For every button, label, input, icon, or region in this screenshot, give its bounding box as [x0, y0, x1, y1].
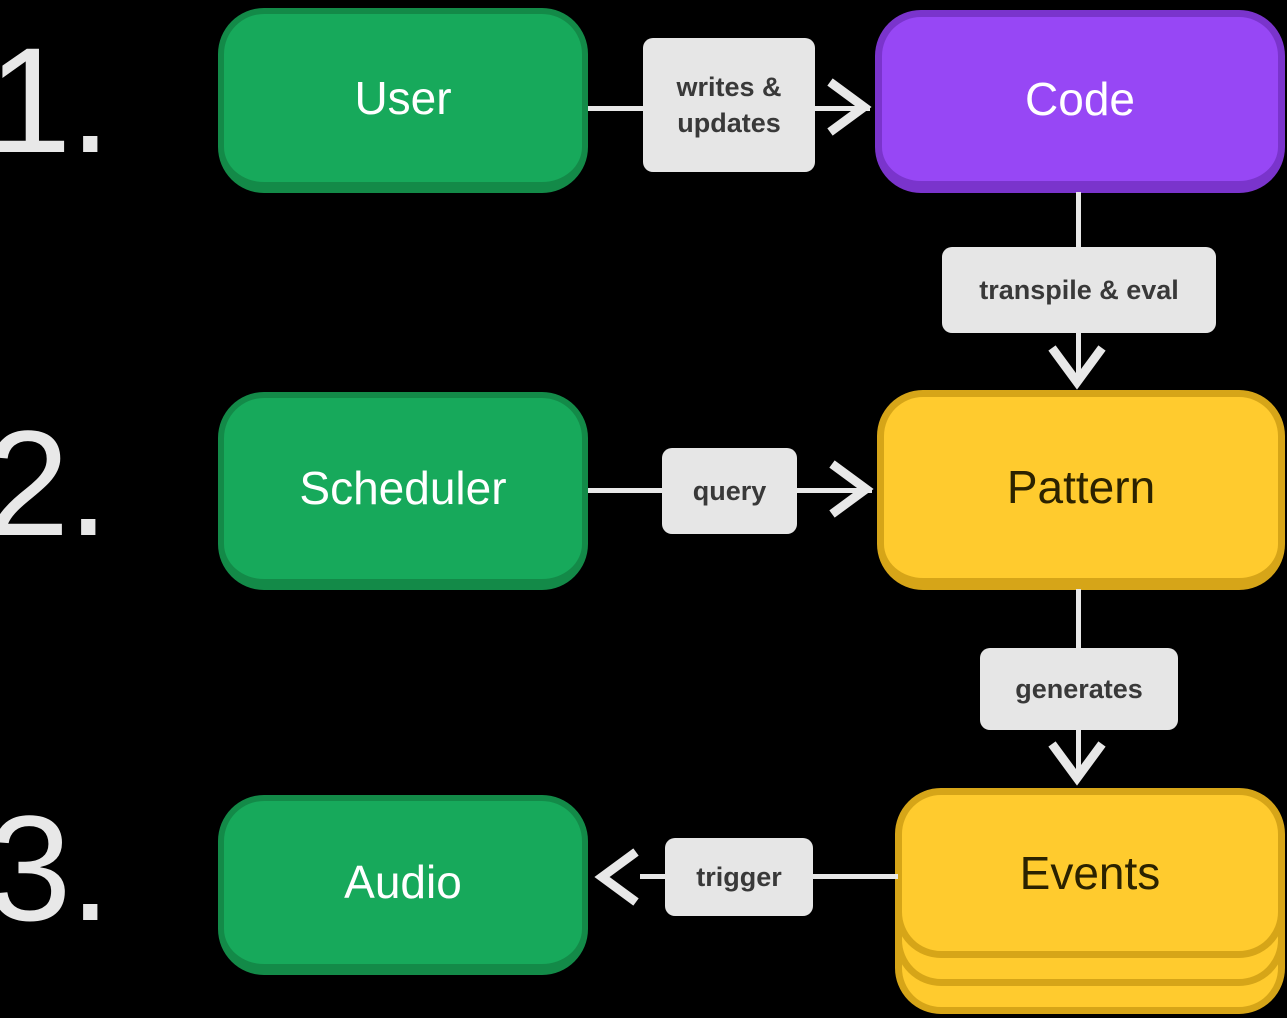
step-number-3: 3.	[0, 784, 111, 952]
arrowhead-events-to-audio	[588, 846, 642, 908]
edge-label-generates: generates	[980, 648, 1178, 730]
edge-label-transpile-eval: transpile & eval	[942, 247, 1216, 333]
edge-label-query: query	[662, 448, 797, 534]
step-number-1: 1.	[0, 16, 111, 184]
arrowhead-scheduler-to-pattern	[826, 458, 880, 520]
arrowhead-user-to-code	[824, 76, 878, 138]
arrowhead-pattern-to-events	[1046, 738, 1108, 792]
node-audio[interactable]: Audio	[218, 795, 588, 975]
node-code[interactable]: Code	[875, 10, 1285, 193]
edge-label-writes-updates: writes & updates	[643, 38, 815, 172]
node-pattern[interactable]: Pattern	[877, 390, 1285, 590]
node-user[interactable]: User	[218, 8, 588, 193]
node-events-layer-front: Events	[895, 788, 1285, 958]
arrowhead-code-to-pattern	[1046, 342, 1108, 396]
step-number-2: 2.	[0, 399, 109, 567]
node-events[interactable]: Events	[895, 788, 1285, 1018]
node-scheduler[interactable]: Scheduler	[218, 392, 588, 590]
edge-label-trigger: trigger	[665, 838, 813, 916]
